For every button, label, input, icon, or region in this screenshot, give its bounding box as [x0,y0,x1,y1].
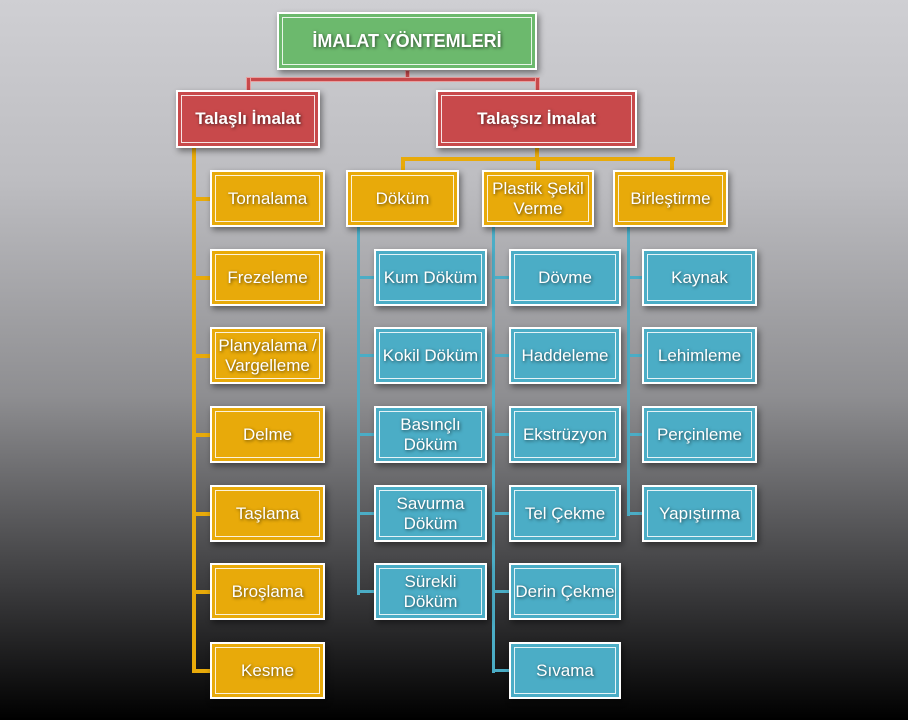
connector [192,590,210,594]
connector [492,590,509,593]
talassiz-child-node: Tel Çekme [509,485,621,542]
talasli-child-node: Delme [210,406,325,463]
connector [192,276,210,280]
connector [536,157,540,170]
connector [357,276,374,279]
plastik-sekil-verme-node: Plastik Şekil Verme [482,170,594,227]
talassiz-child-node: Kum Döküm [374,249,487,306]
talassiz-child-node: Yapıştırma [642,485,757,542]
connector [492,354,509,357]
connector [192,512,210,516]
connector [627,433,642,436]
connector [192,354,210,358]
connector [627,227,630,516]
talassiz-child-node: Savurma Döküm [374,485,487,542]
connector [627,276,642,279]
talasli-child-node: Frezeleme [210,249,325,306]
talassiz-child-node: Basınçlı Döküm [374,406,487,463]
connector [192,197,210,201]
talassiz-child-node: Lehimleme [642,327,757,384]
connector [357,433,374,436]
talassiz-child-node: Sürekli Döküm [374,563,487,620]
connector [401,157,405,170]
connector [357,512,374,515]
connector [670,157,674,170]
root-node: İMALAT YÖNTEMLERİ [277,12,537,70]
connector [535,148,539,160]
connector [492,669,509,672]
talasli-child-node: Planyalama / Vargelleme [210,327,325,384]
connector [357,354,374,357]
talassiz-imalat-node: Talaşsız İmalat [436,90,637,148]
talassiz-child-node: Perçinleme [642,406,757,463]
talassiz-child-node: Sıvama [509,642,621,699]
connector [192,433,210,437]
talasli-child-node: Broşlama [210,563,325,620]
connector [357,227,360,595]
talasli-imalat-node: Talaşlı İmalat [176,90,320,148]
connector [627,354,642,357]
connector [492,512,509,515]
talasli-child-node: Tornalama [210,170,325,227]
doku-node: Döküm [346,170,459,227]
connector [192,148,196,672]
connector [492,227,495,673]
talassiz-child-node: Haddeleme [509,327,621,384]
talassiz-child-node: Kaynak [642,249,757,306]
connector [357,590,374,593]
connector [492,276,509,279]
connector [627,512,642,515]
talassiz-child-node: Kokil Döküm [374,327,487,384]
birlestirme-node: Birleştirme [613,170,728,227]
talassiz-child-node: Dövme [509,249,621,306]
connector [246,77,540,82]
talasli-child-node: Taşlama [210,485,325,542]
connector [192,669,210,673]
talassiz-child-node: Ekstrüzyon [509,406,621,463]
connector [492,433,509,436]
talasli-child-node: Kesme [210,642,325,699]
talassiz-child-node: Derin Çekme [509,563,621,620]
